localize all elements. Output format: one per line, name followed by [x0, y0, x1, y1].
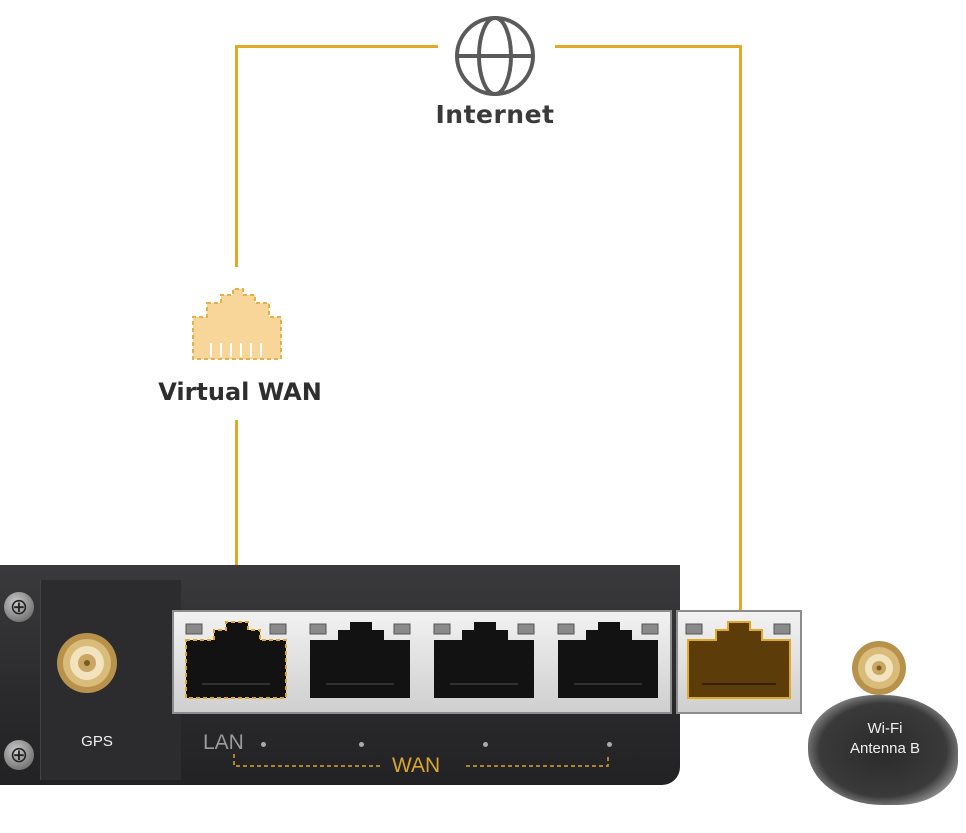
- lan-ports: [185, 621, 659, 699]
- wifi-label-line2: Antenna B: [849, 740, 921, 757]
- wan-port: [685, 621, 791, 699]
- lan-label: LAN: [203, 731, 244, 754]
- gps-label: GPS: [81, 733, 113, 750]
- link-top-right: [555, 45, 741, 48]
- port-dot-3: [483, 742, 488, 747]
- wifi-connector-icon: [852, 641, 906, 695]
- wan-label: WAN: [392, 754, 441, 777]
- antenna-shadow: [808, 695, 958, 805]
- ethernet-port-icon: [192, 288, 282, 360]
- internet-label: Internet: [435, 100, 555, 129]
- link-right: [739, 45, 742, 610]
- virtual-wan-label: Virtual WAN: [158, 378, 322, 406]
- link-top-left: [235, 45, 438, 48]
- screw-top: ⊕: [4, 592, 34, 622]
- link-left-lower: [235, 420, 238, 610]
- wan-bracket: [233, 754, 609, 767]
- port-dot-2: [359, 742, 364, 747]
- wifi-label-line1: Wi-Fi: [867, 720, 903, 737]
- link-left-upper: [235, 45, 238, 267]
- port-dot-4: [607, 742, 612, 747]
- gps-connector-icon: [57, 633, 117, 693]
- port-dot-1: [261, 742, 266, 747]
- screw-bottom: ⊕: [4, 740, 34, 770]
- globe-icon: [455, 16, 535, 96]
